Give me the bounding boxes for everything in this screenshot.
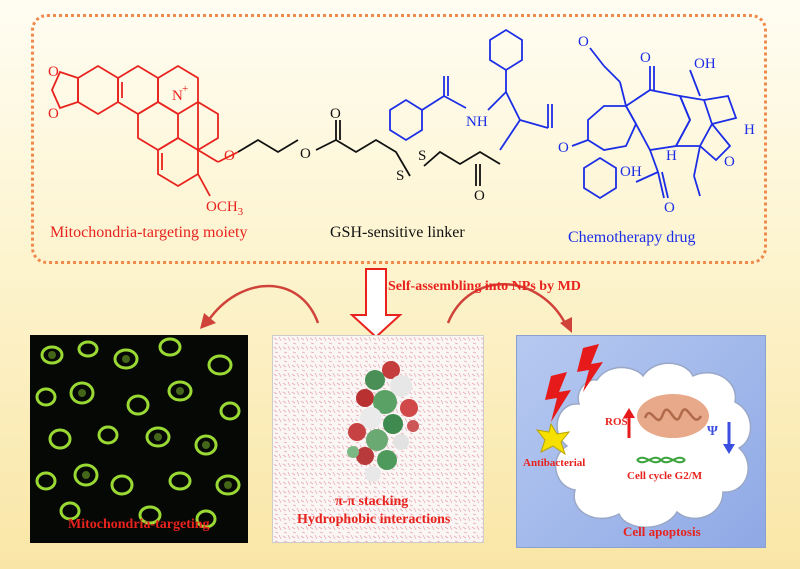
linker-label: GSH-sensitive linker bbox=[330, 224, 465, 241]
svg-text:OH: OH bbox=[694, 56, 716, 72]
lightning-bolt-icon bbox=[545, 344, 603, 422]
svg-text:O: O bbox=[48, 64, 59, 80]
process-arrows bbox=[200, 268, 572, 339]
svg-text:NH: NH bbox=[466, 114, 488, 130]
linker-structure bbox=[237, 120, 501, 186]
svg-text:O: O bbox=[48, 106, 59, 122]
molecular-dynamics-panel: π-π stacking Hydrophobic interactions bbox=[272, 335, 484, 543]
mitochondria-targeting-panel: Mitochondria-targeting bbox=[30, 335, 248, 543]
svg-text:H: H bbox=[744, 122, 755, 138]
svg-text:OH: OH bbox=[620, 164, 642, 180]
svg-text:O: O bbox=[300, 146, 311, 162]
svg-text:O: O bbox=[558, 140, 569, 156]
svg-text:O: O bbox=[224, 148, 235, 164]
fluorescent-cells-image bbox=[35, 337, 241, 529]
psi-label: Ψ bbox=[707, 424, 718, 439]
dna-icon bbox=[636, 456, 686, 464]
mitochondrion-icon bbox=[637, 394, 709, 438]
hydrophobic-label: Hydrophobic interactions bbox=[297, 512, 451, 527]
nanoparticle-cluster bbox=[347, 361, 419, 482]
ros-up-arrow-icon bbox=[623, 408, 635, 438]
mechanism-illustration bbox=[535, 344, 752, 528]
down-arrow-icon bbox=[349, 268, 403, 339]
n-plus-label: N bbox=[172, 88, 183, 104]
potential-down-arrow-icon bbox=[723, 422, 735, 454]
och3-label: OCH3 bbox=[206, 199, 244, 218]
svg-text:O: O bbox=[640, 50, 651, 66]
drug-structure bbox=[389, 28, 738, 200]
mitochondria-targeting-structure bbox=[51, 64, 239, 197]
pi-stacking-label: π-π stacking bbox=[335, 494, 409, 509]
chemical-structure: O O N + O OCH3 O O S S O bbox=[48, 28, 755, 218]
water-box-image bbox=[273, 336, 483, 542]
self-assembling-label: Self-assembling into NPs by MD bbox=[388, 279, 581, 294]
structure-frame bbox=[31, 14, 767, 264]
cell-apoptosis-panel: Antibacterial ROS Ψ Cell cycle G2/M Cell… bbox=[516, 335, 766, 548]
moiety-label: Mitochondria-targeting moiety bbox=[50, 224, 248, 241]
svg-text:H: H bbox=[666, 148, 677, 164]
right-curved-arrow-icon bbox=[446, 283, 568, 326]
svg-text:O: O bbox=[474, 188, 485, 204]
cell-apoptosis-label: Cell apoptosis bbox=[623, 524, 701, 539]
left-panel-caption: Mitochondria-targeting bbox=[68, 517, 210, 532]
svg-text:S: S bbox=[396, 168, 404, 184]
cell-cycle-label: Cell cycle G2/M bbox=[627, 470, 703, 482]
left-curved-arrow-icon bbox=[206, 284, 320, 324]
drug-label: Chemotherapy drug bbox=[568, 229, 696, 246]
ros-label: ROS bbox=[605, 416, 628, 428]
svg-text:+: + bbox=[182, 83, 188, 95]
star-icon bbox=[535, 422, 571, 456]
svg-text:O: O bbox=[578, 34, 589, 50]
svg-text:O: O bbox=[664, 200, 675, 216]
svg-text:O: O bbox=[330, 106, 341, 122]
antibacterial-label: Antibacterial bbox=[523, 457, 586, 469]
svg-text:S: S bbox=[418, 148, 426, 164]
svg-text:O: O bbox=[724, 154, 735, 170]
